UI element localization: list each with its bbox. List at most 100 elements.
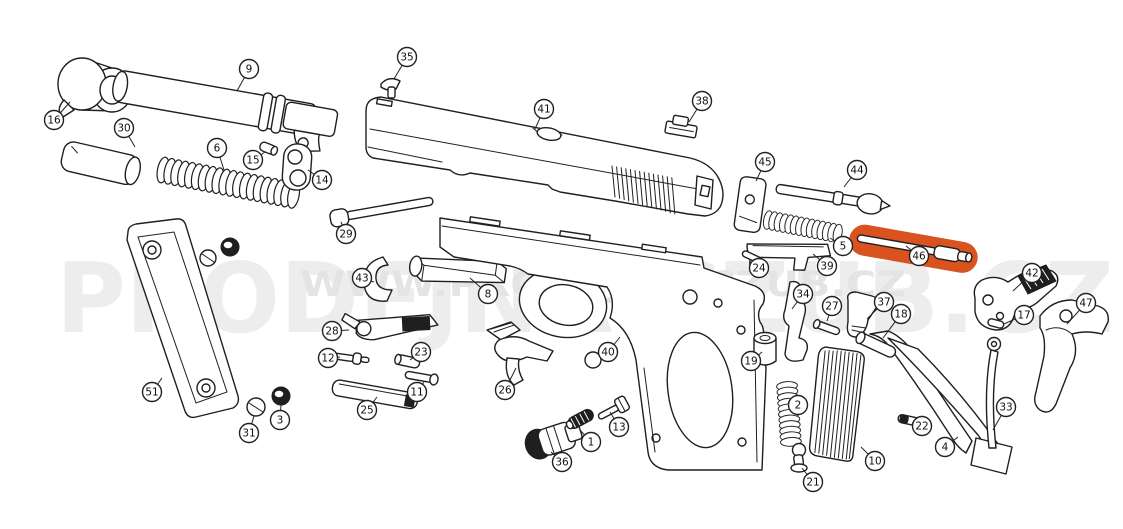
callout-circle[interactable]: [908, 245, 930, 267]
callout-circle[interactable]: [477, 283, 499, 305]
callout-circle[interactable]: [873, 291, 895, 313]
callout-circle[interactable]: [242, 149, 264, 171]
callout-2[interactable]: 2: [787, 394, 809, 416]
callout-24[interactable]: 24: [748, 257, 770, 279]
callout-31[interactable]: 31: [238, 415, 260, 444]
callout-circle[interactable]: [269, 409, 291, 431]
callout-40[interactable]: 40: [597, 336, 621, 363]
callout-35[interactable]: 35: [393, 46, 418, 80]
callout-25[interactable]: 25: [356, 396, 378, 421]
callout-9[interactable]: 9: [236, 58, 260, 92]
callout-39[interactable]: 39: [812, 253, 838, 277]
callout-33[interactable]: 33: [992, 396, 1017, 431]
callout-circle[interactable]: [608, 416, 630, 438]
callout-number: 47: [1079, 298, 1092, 310]
callout-18[interactable]: 18: [882, 303, 912, 339]
callout-number: 30: [117, 123, 130, 135]
callout-circle[interactable]: [821, 295, 843, 317]
callout-47[interactable]: 47: [1066, 292, 1097, 325]
callout-circle[interactable]: [802, 471, 824, 493]
callout-circle[interactable]: [864, 450, 886, 472]
callout-circle[interactable]: [832, 235, 854, 257]
callout-5[interactable]: 5: [829, 235, 854, 257]
callout-23[interactable]: 23: [409, 341, 432, 363]
callout-27[interactable]: 27: [821, 295, 843, 322]
callout-circle[interactable]: [494, 379, 516, 401]
callout-1[interactable]: 1: [579, 429, 602, 453]
callout-44[interactable]: 44: [843, 159, 868, 188]
callout-circle[interactable]: [533, 98, 555, 120]
callout-10[interactable]: 10: [860, 446, 886, 472]
callout-circle[interactable]: [335, 223, 357, 245]
callout-19[interactable]: 19: [740, 350, 763, 372]
callout-circle[interactable]: [748, 257, 770, 279]
callout-22[interactable]: 22: [911, 415, 933, 437]
callout-circle[interactable]: [238, 58, 260, 80]
callout-circle[interactable]: [321, 320, 343, 342]
callout-46[interactable]: 46: [905, 245, 930, 267]
callout-circle[interactable]: [238, 422, 260, 444]
callout-circle[interactable]: [396, 46, 418, 68]
callout-37[interactable]: 37: [866, 291, 895, 320]
callout-circle[interactable]: [311, 169, 333, 191]
callout-circle[interactable]: [410, 341, 432, 363]
callout-circle[interactable]: [113, 117, 135, 139]
callout-6[interactable]: 6: [206, 137, 228, 171]
callout-circle[interactable]: [317, 347, 339, 369]
callout-circle[interactable]: [846, 159, 868, 181]
callout-17[interactable]: 17: [1003, 304, 1035, 326]
callout-circle[interactable]: [911, 415, 933, 437]
callout-15[interactable]: 15: [242, 149, 266, 171]
callout-38[interactable]: 38: [688, 90, 713, 123]
callout-26[interactable]: 26: [494, 367, 517, 401]
callout-circle[interactable]: [691, 90, 713, 112]
callout-45[interactable]: 45: [754, 151, 776, 182]
callout-29[interactable]: 29: [335, 221, 357, 245]
callout-21[interactable]: 21: [801, 467, 824, 493]
callout-circle[interactable]: [580, 431, 602, 453]
callout-11[interactable]: 11: [406, 381, 428, 403]
callout-43[interactable]: 43: [351, 267, 375, 289]
callout-circle[interactable]: [792, 283, 814, 305]
callout-36[interactable]: 36: [550, 451, 573, 473]
callout-circle[interactable]: [787, 394, 809, 416]
callout-circle[interactable]: [406, 381, 428, 403]
callout-circle[interactable]: [934, 436, 956, 458]
callout-12[interactable]: 12: [317, 347, 341, 369]
callout-8[interactable]: 8: [469, 277, 499, 305]
callout-circle[interactable]: [1013, 304, 1035, 326]
callout-14[interactable]: 14: [307, 169, 333, 191]
callout-16[interactable]: 16: [43, 101, 71, 131]
callout-circle[interactable]: [141, 381, 163, 403]
recoil-plug-art: [60, 141, 141, 186]
callout-circle[interactable]: [754, 151, 776, 173]
callout-number: 8: [485, 289, 492, 301]
callout-circle[interactable]: [995, 396, 1017, 418]
callout-51[interactable]: 51: [141, 377, 163, 403]
callout-circle[interactable]: [890, 303, 912, 325]
callout-30[interactable]: 30: [113, 117, 136, 148]
callout-circle[interactable]: [597, 341, 619, 363]
callout-circle[interactable]: [1075, 292, 1097, 314]
callout-3[interactable]: 3: [269, 404, 291, 431]
callout-28[interactable]: 28: [321, 320, 350, 342]
callout-circle[interactable]: [43, 109, 65, 131]
callout-number: 46: [912, 251, 926, 263]
callout-number: 39: [820, 261, 833, 273]
callout-circle[interactable]: [351, 267, 373, 289]
callout-number: 16: [47, 115, 61, 127]
callout-4[interactable]: 4: [934, 436, 959, 458]
callout-41[interactable]: 41: [533, 98, 555, 130]
callout-circle[interactable]: [551, 451, 573, 473]
callout-circle[interactable]: [816, 255, 838, 277]
callout-circle[interactable]: [740, 350, 762, 372]
callout-34[interactable]: 34: [791, 283, 814, 310]
callout-13[interactable]: 13: [608, 411, 630, 438]
callouts-layer: 1234568910111213141516171819212223242526…: [43, 46, 1097, 493]
callout-circle[interactable]: [206, 137, 228, 159]
barrel-art: [112, 70, 339, 153]
callout-42[interactable]: 42: [1012, 262, 1043, 292]
callout-circle[interactable]: [356, 399, 378, 421]
callout-circle[interactable]: [1021, 262, 1043, 284]
trigger-art: [408, 255, 507, 284]
